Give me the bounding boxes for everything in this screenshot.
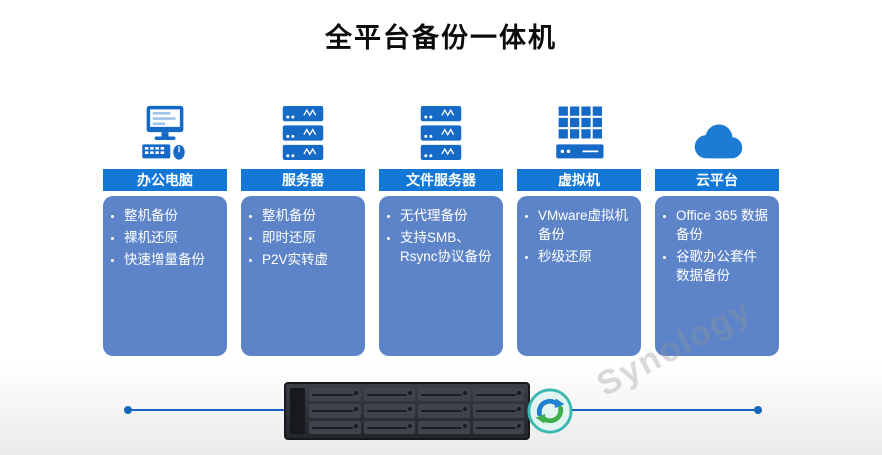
feature-card-virtual-machine: VMware虚拟机备份 秒级还原 [517, 196, 641, 356]
column-header-virtual-machine: 虚拟机 [517, 169, 641, 191]
feature-item: 整机备份 [124, 206, 217, 225]
bottom-strip: Synology [0, 291, 882, 455]
feature-card-office-pc: 整机备份 裸机还原 快速增量备份 [103, 196, 227, 356]
feature-item: Office 365 数据备份 [676, 206, 769, 244]
drive-bay [418, 388, 470, 402]
drive-bays [309, 388, 524, 434]
file-server-icon [379, 97, 503, 163]
drive-bay [309, 388, 361, 402]
drive-bay [363, 388, 415, 402]
column-header-office-pc: 办公电脑 [103, 169, 227, 191]
feature-item: 整机备份 [262, 206, 355, 225]
drive-bay [418, 420, 470, 434]
drive-bay [472, 404, 524, 418]
drive-bay [472, 388, 524, 402]
cloud-icon [655, 97, 779, 163]
desktop-computer-icon [103, 97, 227, 163]
feature-item: 支持SMB、Rsync协议备份 [400, 228, 493, 266]
feature-list: 整机备份 裸机还原 快速增量备份 [107, 206, 217, 269]
feature-item: 即时还原 [262, 228, 355, 247]
column-virtual-machine: 虚拟机 VMware虚拟机备份 秒级还原 [517, 97, 641, 356]
column-cloud-platform: 云平台 Office 365 数据备份 谷歌办公套件数据备份 [655, 97, 779, 356]
drive-bay [363, 404, 415, 418]
drive-bay [472, 420, 524, 434]
page-title: 全平台备份一体机 [325, 23, 557, 53]
column-header-file-server: 文件服务器 [379, 169, 503, 191]
virtual-machine-icon [517, 97, 641, 163]
drive-bay [363, 420, 415, 434]
drive-bay [309, 420, 361, 434]
column-office-pc: 办公电脑 整机备份 裸机还原 快速增量备份 [103, 97, 227, 356]
rack-control-panel [290, 388, 305, 434]
server-icon [241, 97, 365, 163]
feature-item: 无代理备份 [400, 206, 493, 225]
column-header-server: 服务器 [241, 169, 365, 191]
feature-card-cloud-platform: Office 365 数据备份 谷歌办公套件数据备份 [655, 196, 779, 356]
drive-bay [309, 404, 361, 418]
drive-bay [418, 404, 470, 418]
feature-item: 谷歌办公套件数据备份 [676, 247, 769, 285]
connector-dot-right [754, 406, 762, 414]
columns-row: 办公电脑 整机备份 裸机还原 快速增量备份 [0, 97, 882, 356]
feature-item: 快速增量备份 [124, 250, 217, 269]
feature-card-file-server: 无代理备份 支持SMB、Rsync协议备份 [379, 196, 503, 356]
feature-list: 整机备份 即时还原 P2V实转虚 [245, 206, 355, 269]
feature-list: VMware虚拟机备份 秒级还原 [521, 206, 631, 266]
feature-list: Office 365 数据备份 谷歌办公套件数据备份 [659, 206, 769, 286]
sync-icon [527, 388, 573, 434]
feature-item: 秒级还原 [538, 247, 631, 266]
feature-item: VMware虚拟机备份 [538, 206, 631, 244]
column-file-server: 文件服务器 无代理备份 支持SMB、Rsync协议备份 [379, 97, 503, 356]
feature-list: 无代理备份 支持SMB、Rsync协议备份 [383, 206, 493, 266]
feature-item: 裸机还原 [124, 228, 217, 247]
feature-card-server: 整机备份 即时还原 P2V实转虚 [241, 196, 365, 356]
feature-item: P2V实转虚 [262, 250, 355, 269]
column-header-cloud-platform: 云平台 [655, 169, 779, 191]
connector-dot-left [124, 406, 132, 414]
rack-server-image [284, 382, 530, 440]
column-server: 服务器 整机备份 即时还原 P2V实转虚 [241, 97, 365, 356]
